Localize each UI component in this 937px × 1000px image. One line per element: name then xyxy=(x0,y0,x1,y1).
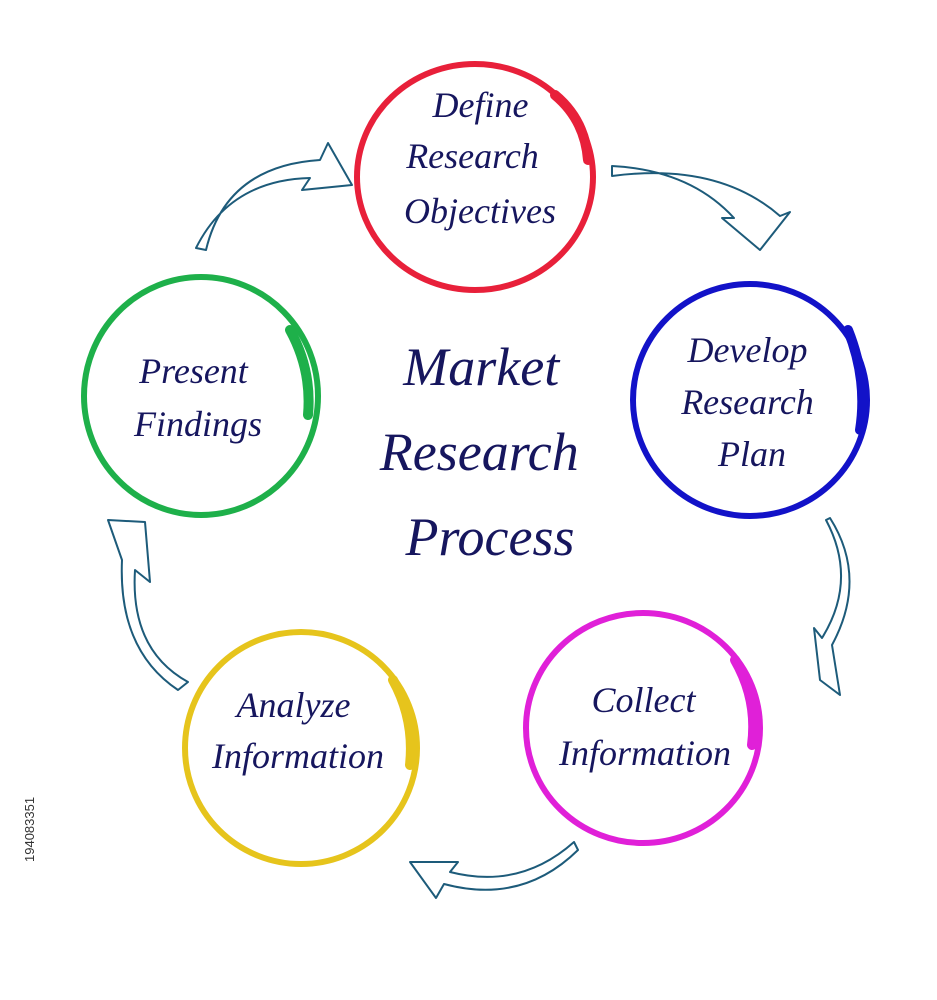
svg-text:Present Findings: Present Findings xyxy=(133,351,262,444)
step-label-line: Information xyxy=(558,733,731,773)
svg-text:Collect Information: Collect Information xyxy=(558,680,731,773)
stock-image-id: 194083351 xyxy=(22,797,37,862)
step-label-line: Analyze xyxy=(235,685,351,725)
svg-text:Analyze Information: Analyze Information xyxy=(211,685,384,776)
step-ring xyxy=(182,629,420,867)
step-ring-overstroke xyxy=(843,325,868,435)
step-ring-overstroke xyxy=(550,90,593,165)
svg-text:Develop Research P: Develop Research Plan xyxy=(680,330,823,474)
svg-text:Define Research Ob: Define Research Objectives xyxy=(404,85,556,231)
diagram-title: Market Research Process xyxy=(379,337,592,567)
step-ring xyxy=(81,274,321,518)
step-ring-overstroke xyxy=(285,325,314,420)
step-develop-research-plan: Develop Research Plan xyxy=(630,281,870,519)
arrow-present-to-define xyxy=(195,142,353,251)
step-label-line: Information xyxy=(211,736,384,776)
step-present-findings: Present Findings xyxy=(81,274,321,518)
step-label-line: Plan xyxy=(717,434,786,474)
arrow-define-to-develop xyxy=(611,165,791,251)
title-line: Research xyxy=(379,422,579,482)
step-label-line: Define xyxy=(432,85,529,125)
step-analyze-information: Analyze Information xyxy=(182,629,420,867)
step-ring-overstroke xyxy=(730,655,759,750)
step-label-line: Research xyxy=(405,136,539,176)
step-ring-overstroke xyxy=(388,675,416,770)
step-label-line: Objectives xyxy=(404,191,556,231)
step-ring xyxy=(354,61,596,293)
step-ring xyxy=(523,610,763,846)
step-define-research-objectives: Define Research Objectives xyxy=(354,61,596,293)
step-label-line: Collect xyxy=(592,680,697,720)
arrow-analyze-to-present xyxy=(107,519,189,691)
arrow-develop-to-collect xyxy=(813,517,851,696)
title-line: Process xyxy=(405,507,575,567)
step-label-line: Develop xyxy=(687,330,808,370)
step-label-line: Findings xyxy=(133,404,262,444)
step-label-line: Research xyxy=(680,382,814,422)
arrow-collect-to-analyze xyxy=(409,841,579,899)
step-label-line: Present xyxy=(138,351,249,391)
title-line: Market xyxy=(402,337,561,397)
step-collect-information: Collect Information xyxy=(523,610,763,846)
